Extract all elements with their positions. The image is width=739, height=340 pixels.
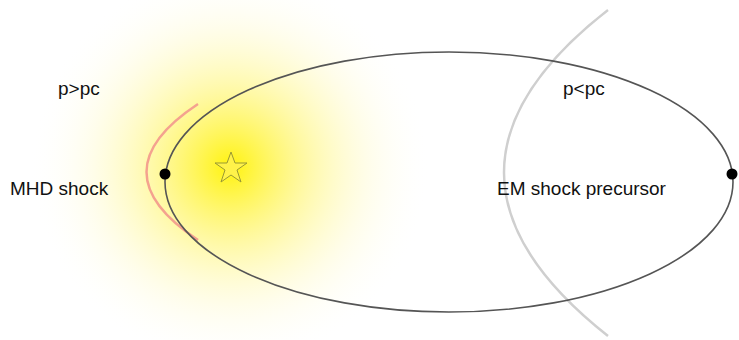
shock-label: MHD shock: [10, 178, 108, 201]
star-symbol: [215, 152, 247, 182]
shock-label: EM shock precursor: [497, 178, 666, 201]
apoapsis-dot: [727, 169, 738, 180]
mhd-shock-arc: [147, 104, 199, 240]
orbit-ellipse: [165, 52, 733, 312]
periapsis-dot: [160, 169, 171, 180]
pressure-label: p>pc: [58, 78, 100, 101]
em-shock-arc: [504, 10, 608, 336]
pressure-label: p<pc: [563, 78, 605, 101]
